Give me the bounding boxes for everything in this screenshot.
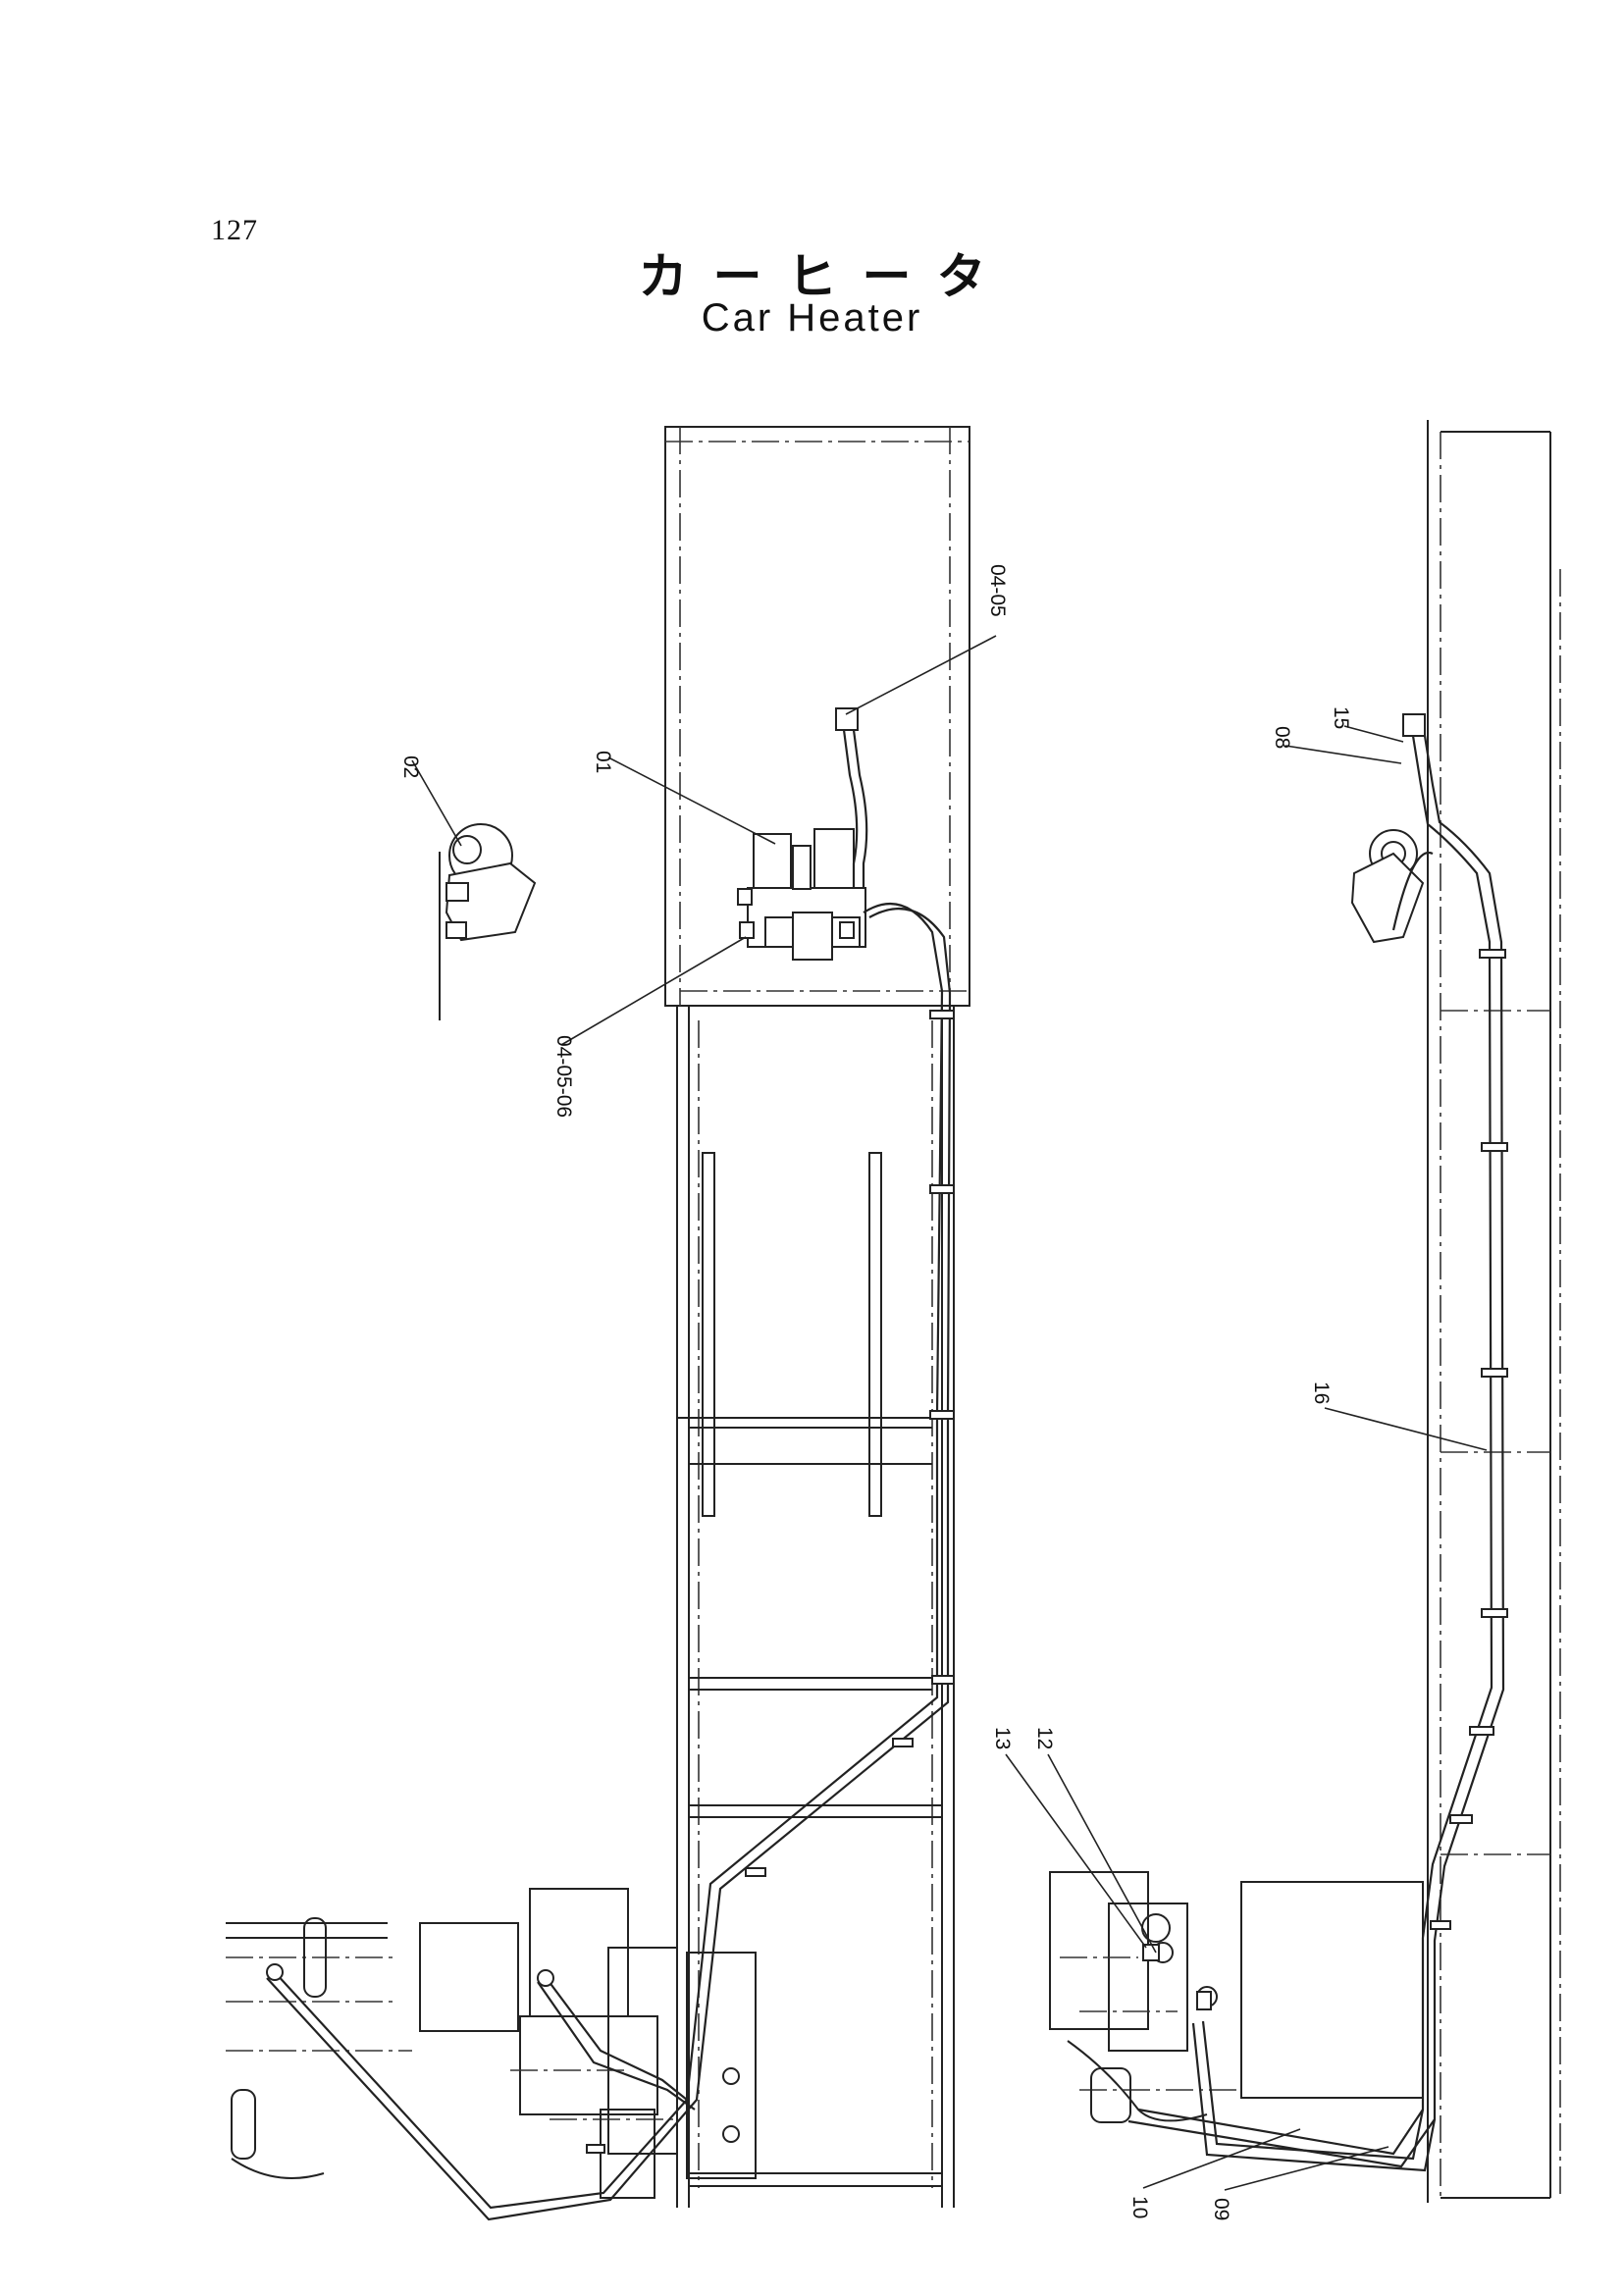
left-pipe-clamp xyxy=(892,1738,914,1747)
left-pipe-clamp xyxy=(929,1184,955,1194)
callout-04-05-06: 04-05-06 xyxy=(552,1035,575,1118)
pipe-fitting xyxy=(266,1963,284,1981)
pipe-fitting xyxy=(537,1969,554,1987)
blower-unit xyxy=(1350,713,1426,944)
callout-10: 10 xyxy=(1128,2196,1151,2218)
left-pipe-clamp xyxy=(929,1010,955,1019)
callout-12: 12 xyxy=(1033,1727,1056,1749)
right-pipe-clamp xyxy=(1430,1920,1451,1930)
callout-15: 15 xyxy=(1330,706,1352,729)
left-heater-pipes xyxy=(266,729,952,2221)
callout-13: 13 xyxy=(991,1727,1014,1749)
title-english: Car Heater xyxy=(701,296,923,339)
callout-08: 08 xyxy=(1271,726,1293,749)
right-chassis-frame xyxy=(1049,420,1561,2203)
heater-valve xyxy=(835,707,859,731)
callout-02: 02 xyxy=(399,756,422,778)
title-japanese: カーヒータ xyxy=(638,248,1012,305)
left-pipe-clamp xyxy=(586,2144,605,2154)
right-pipe-clamp xyxy=(1481,1608,1508,1618)
callout-labels: 02 01 04-05 04-05-06 08 15 16 13 12 10 0… xyxy=(399,564,1352,2220)
left-chassis-frame xyxy=(226,426,970,2208)
right-heater-pipes xyxy=(1127,735,1505,2172)
leader-lines xyxy=(411,635,1488,2191)
right-pipe-clamp xyxy=(1469,1726,1494,1736)
left-pipe-clamp xyxy=(745,1867,766,1877)
callout-01: 01 xyxy=(592,751,614,773)
callout-09: 09 xyxy=(1210,2198,1232,2220)
right-pipe-clamp xyxy=(1479,949,1506,959)
page-number: 127 xyxy=(211,214,258,246)
left-pipe-clamp xyxy=(931,1675,955,1685)
heater-unit-01 xyxy=(737,828,866,961)
callout-04-05: 04-05 xyxy=(986,564,1009,617)
left-pipe-clamp xyxy=(929,1410,955,1420)
pipe-fitting xyxy=(1196,1991,1212,2010)
right-pipe-clamp xyxy=(1481,1142,1508,1152)
detail-view-heater-unit xyxy=(439,823,537,1020)
right-pipe-clamp xyxy=(1481,1368,1508,1378)
callout-16: 16 xyxy=(1310,1382,1333,1404)
right-pipe-clamp xyxy=(1449,1814,1473,1824)
